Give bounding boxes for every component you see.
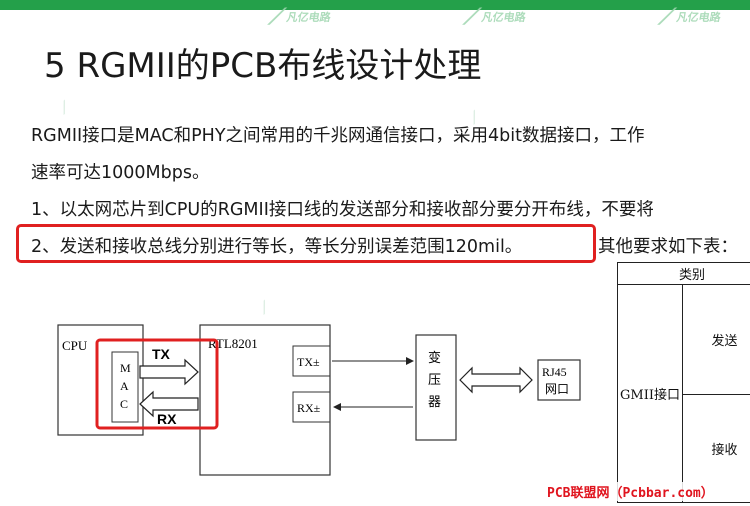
brand-logo: ⟋凡亿电路 bbox=[267, 4, 332, 30]
source-credit: PCB联盟网（Pcbbar.com） bbox=[545, 482, 716, 501]
rx-arrow bbox=[139, 390, 199, 418]
tx-port bbox=[292, 345, 331, 377]
slide-title: 5 RGMII的PCB布线设计处理 bbox=[44, 46, 482, 86]
table-cell-receive: 接收 bbox=[682, 394, 750, 503]
rj45-label: RJ45 bbox=[542, 365, 567, 379]
logo-mark-icon: ⟋ bbox=[462, 4, 482, 30]
background-watermark: ⟋ bbox=[56, 98, 74, 118]
mac-letter: C bbox=[120, 397, 128, 411]
spec-table: 类别 GMII接口 发送 接收 bbox=[617, 262, 750, 503]
mac-block bbox=[111, 351, 139, 423]
mac-highlight-box bbox=[95, 338, 219, 430]
highlighted-line: 2、发送和接收总线分别进行等长，等长分别误差范围120mil。 bbox=[31, 237, 523, 257]
red-highlight-box bbox=[16, 224, 596, 263]
brand-logo: ⟋凡亿电路 bbox=[462, 4, 527, 30]
logo-mark-icon: ⟋ bbox=[267, 4, 287, 30]
cpu-label: CPU bbox=[62, 338, 88, 353]
rx-port-label: RX± bbox=[297, 401, 321, 415]
mac-letter: M bbox=[120, 361, 131, 375]
rx-port bbox=[292, 391, 331, 423]
rj45-block bbox=[537, 359, 581, 401]
table-header: 类别 bbox=[617, 262, 750, 285]
transformer-char: 变 bbox=[428, 350, 441, 365]
brand-logo: ⟋凡亿电路 bbox=[657, 4, 722, 30]
brand-top-bar bbox=[0, 0, 750, 10]
block-diagram: CPU M A C RTL8201 TX RX TX± RX± 变 压 器 RJ… bbox=[57, 324, 581, 476]
mac-letter: A bbox=[120, 379, 129, 393]
rj45-sublabel: 网口 bbox=[545, 382, 569, 396]
tx-arrow bbox=[139, 358, 199, 386]
bidirectional-arrow bbox=[459, 366, 533, 394]
tx-port-label: TX± bbox=[297, 355, 320, 369]
transformer-char: 压 bbox=[428, 372, 441, 387]
logo-mark-icon: ⟋ bbox=[657, 4, 677, 30]
transformer-block bbox=[415, 334, 457, 441]
phy-label: RTL8201 bbox=[208, 336, 258, 351]
paragraph-line: 其他要求如下表： bbox=[598, 237, 738, 257]
spec-table-wrap: 类别 GMII接口 发送 接收 bbox=[617, 262, 750, 506]
transformer-char: 器 bbox=[428, 394, 441, 409]
table-cell-send: 发送 bbox=[682, 284, 750, 395]
rx-label: RX bbox=[157, 411, 177, 427]
paragraph-line: 1、以太网芯片到CPU的RGMII接口线的发送部分和接收部分要分开布线，不要将 bbox=[31, 200, 654, 220]
table-group-cell: GMII接口 bbox=[617, 284, 683, 503]
cpu-block bbox=[57, 324, 144, 436]
paragraph-line: 速率可达1000Mbps。 bbox=[31, 163, 210, 183]
paragraph-line: RGMII接口是MAC和PHY之间常用的千兆网通信接口，采用4bit数据接口，工… bbox=[31, 126, 645, 146]
tx-label: TX bbox=[152, 346, 171, 362]
